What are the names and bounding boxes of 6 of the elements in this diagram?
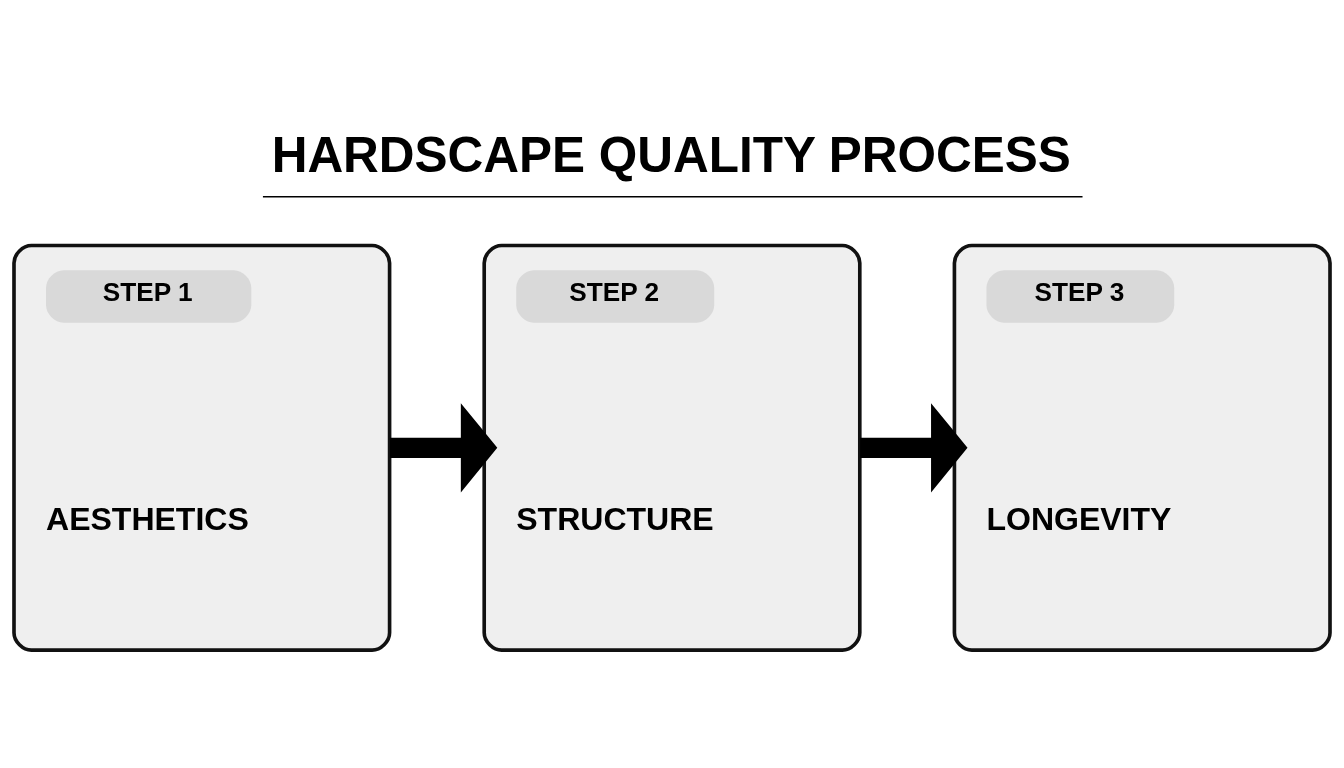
arrow xyxy=(860,402,968,492)
node-box: STEP 1 AESTHETICS xyxy=(12,243,392,652)
diagram-title: HARDSCAPE QUALITY PROCESS xyxy=(271,126,1071,182)
node-box: STEP 3 LONGEVITY xyxy=(952,243,1332,652)
arrow xyxy=(389,402,498,492)
node-box: STEP 2 STRUCTURE xyxy=(482,243,862,652)
